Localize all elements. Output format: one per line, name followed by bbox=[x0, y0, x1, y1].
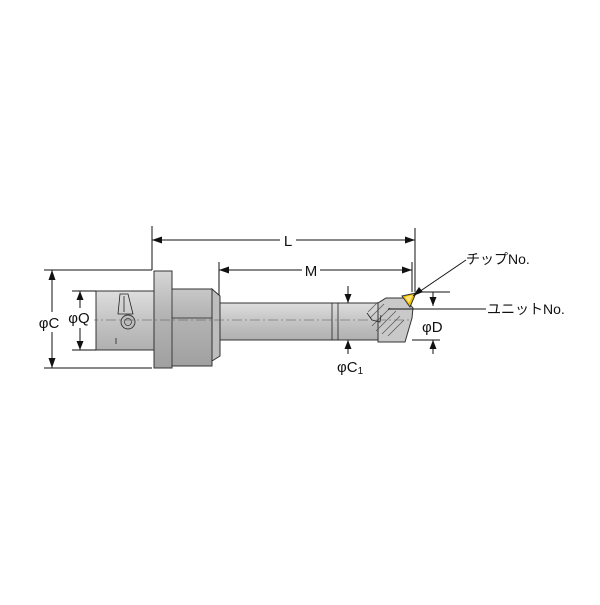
flange bbox=[153, 270, 213, 369]
dimension-phi-Q: φQ bbox=[64, 290, 96, 351]
leader-unit-no: ユニットNo. bbox=[388, 301, 565, 317]
dimension-M: M bbox=[218, 260, 413, 295]
label-chip-no: チップNo. bbox=[466, 251, 530, 267]
label-unit-no: ユニットNo. bbox=[487, 301, 565, 317]
tool-body bbox=[95, 270, 417, 369]
label-L: L bbox=[284, 233, 292, 250]
set-screw bbox=[120, 314, 136, 330]
label-phi-D: φD bbox=[422, 319, 443, 336]
dimension-phi-C: φC bbox=[36, 269, 152, 369]
boring-bar bbox=[219, 302, 379, 341]
neck bbox=[211, 287, 221, 362]
unit-outline bbox=[366, 312, 382, 323]
label-phi-Q: φQ bbox=[68, 310, 89, 327]
coolant-slot bbox=[117, 293, 134, 315]
label-phi-C: φC bbox=[39, 315, 60, 332]
leader-chip-no: チップNo. bbox=[412, 251, 530, 297]
dimension-L: L bbox=[151, 226, 416, 292]
dimension-phi-C1: φC1 bbox=[337, 286, 364, 377]
label-phi-C1: φC1 bbox=[337, 359, 364, 377]
label-M: M bbox=[305, 263, 318, 280]
dimension-phi-D: φD bbox=[412, 291, 450, 354]
